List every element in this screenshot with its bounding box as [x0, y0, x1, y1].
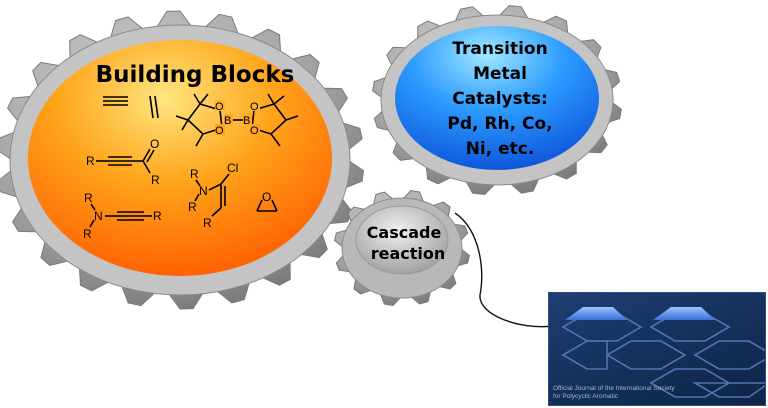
- cascade-gear: Cascade reaction: [334, 189, 470, 307]
- enamine-chlorine: Cl: [227, 161, 238, 175]
- highlight-hexagon-2: [653, 307, 715, 320]
- ynone-r-group-2: R: [151, 173, 160, 187]
- hexagon-5: [561, 340, 608, 370]
- enamine-r-group-3: R: [203, 216, 212, 230]
- honeycomb-pattern: [561, 307, 765, 398]
- hexagon-7: [692, 382, 765, 398]
- enamine-r-group-1: R: [190, 167, 199, 181]
- epoxide-structure: O: [256, 190, 278, 212]
- ynamine-r-group-3: R: [153, 209, 162, 223]
- boronate-oxygen-3: O: [250, 101, 259, 113]
- ynamine-r-group-1: R: [84, 191, 93, 205]
- catalyst-label-line-4: Pd, Rh, Co,: [447, 114, 552, 134]
- catalyst-gear: Transition Metal Catalysts: Pd, Rh, Co, …: [372, 4, 622, 196]
- building-blocks-title: Building Blocks: [96, 62, 295, 88]
- boron-atom-1: B: [224, 115, 231, 127]
- cascade-label-line-1: Cascade: [367, 223, 442, 242]
- ynamine-r-group-2: R: [83, 227, 92, 241]
- chloroenamine-structure: R N R Cl R: [188, 161, 238, 230]
- enamine-nitrogen: N: [199, 184, 208, 198]
- boronate-oxygen-4: O: [250, 125, 259, 137]
- ynone-structure: R O R: [86, 137, 160, 187]
- catalyst-label-line-2: Metal: [473, 64, 527, 84]
- cascade-label-line-2: reaction: [371, 244, 446, 263]
- catalyst-label-line-1: Transition: [452, 39, 547, 59]
- highlight-hexagon-1: [565, 307, 627, 320]
- catalyst-label-line-3: Catalysts:: [452, 89, 548, 109]
- boronate-oxygen-2: O: [215, 125, 224, 137]
- chemical-structures: O O B B O O R O R R: [83, 93, 299, 241]
- alkyne-structure: [103, 96, 128, 106]
- catalyst-gear-face: [395, 26, 599, 170]
- hexagon-4: [693, 340, 765, 370]
- bis-pinacolato-diboron-structure: O O B B O O: [175, 93, 299, 147]
- hexagon-3: [605, 340, 687, 370]
- boron-atom-2: B: [243, 115, 250, 127]
- ynamine-nitrogen: N: [94, 209, 103, 223]
- connector-line: [454, 212, 554, 328]
- journal-cover-image: Official Journal of the International So…: [548, 292, 766, 406]
- epoxide-oxygen: O: [262, 190, 271, 204]
- ynone-r-group-1: R: [86, 154, 95, 168]
- boronate-oxygen-1: O: [215, 101, 224, 113]
- enamine-r-group-2: R: [188, 200, 197, 214]
- building-blocks-gear-face: [28, 40, 332, 276]
- catalyst-label-line-5: Ni, etc.: [466, 139, 535, 159]
- ynone-oxygen: O: [150, 137, 159, 151]
- ynamine-structure: R N R R: [83, 191, 162, 241]
- journal-caption: Official Journal of the International So…: [553, 385, 675, 400]
- alkene-structure: [149, 95, 159, 119]
- building-blocks-gear: Building Blocks: [0, 10, 365, 310]
- cascade-gear-hub: [355, 205, 449, 275]
